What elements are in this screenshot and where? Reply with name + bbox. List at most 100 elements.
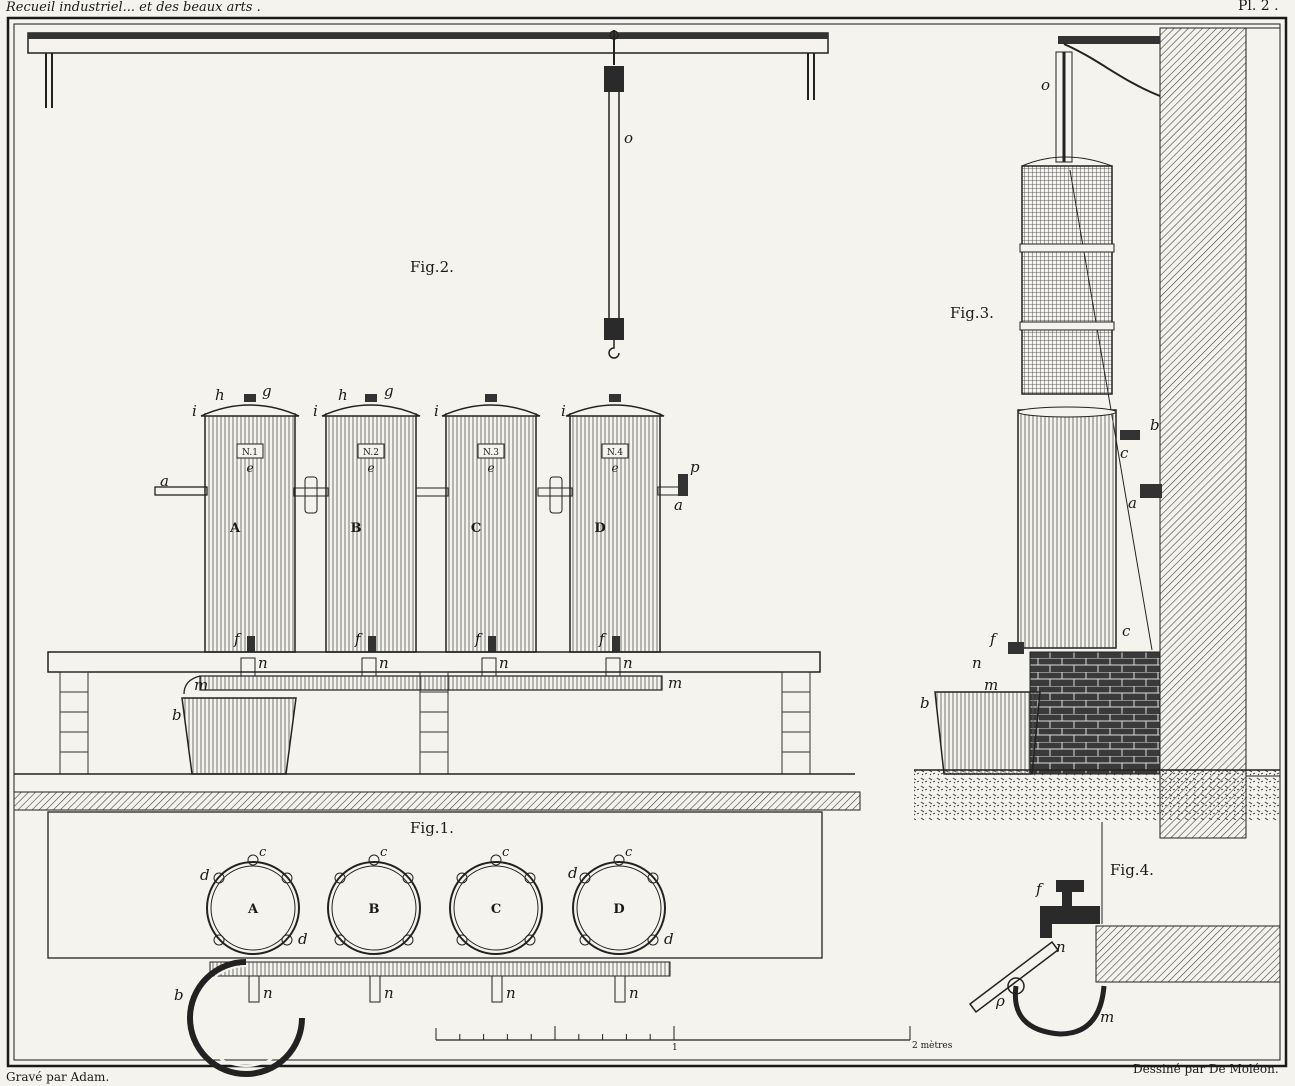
tank-number-label: N.1 [242, 448, 258, 458]
label-i-1: i [192, 402, 197, 420]
fig3-tank [1008, 406, 1162, 654]
number-plate [477, 443, 505, 459]
plan-rim [572, 861, 666, 955]
fig3-brick-base [914, 651, 1280, 820]
plan-lug [579, 934, 591, 946]
label-m-fig4: m [1100, 1008, 1114, 1026]
label-f-fig3: f [989, 630, 998, 648]
scale-label-2m: 2 mètres [912, 1040, 953, 1051]
plan-rim [449, 861, 543, 955]
plan-lug [524, 872, 536, 884]
plan-lug [281, 934, 293, 946]
label-n: n [258, 654, 268, 672]
tank-number-label: N.3 [483, 448, 499, 458]
label-p: p [690, 458, 700, 476]
engraver-credit: Gravé par Adam. [6, 1070, 110, 1084]
tap-n [481, 657, 497, 677]
plan-lug [368, 854, 380, 866]
tap-f [612, 636, 620, 652]
label-i-3: i [434, 402, 439, 420]
plan-lug [524, 934, 536, 946]
label-rho-fig4: ρ [995, 992, 1005, 1010]
label-i-2: i [313, 402, 318, 420]
label-i-4: i [561, 402, 566, 420]
label-g-1: g [262, 382, 272, 400]
fig3-wall [1058, 27, 1281, 839]
label-g-2: g [384, 382, 394, 400]
plan-tap [491, 975, 503, 1003]
label-o-fig2: o [624, 129, 633, 147]
label-f: f [598, 630, 607, 648]
plan-tank-C: Ccn [449, 845, 543, 1003]
label-c-plan: c [625, 845, 633, 860]
plan-tank-letter: A [247, 902, 259, 917]
tap-f [488, 636, 496, 652]
plate-number: Pl. 2 . [1238, 0, 1279, 14]
label-m-left: m [194, 676, 208, 694]
tank-lid [321, 404, 421, 417]
plan-tank-letter: C [491, 902, 501, 917]
fig3-caption: Fig.3. [950, 304, 994, 322]
scale-bar [435, 1026, 911, 1041]
plan-lug [281, 872, 293, 884]
number-plate [236, 443, 264, 459]
fig4-caption: Fig.4. [1110, 861, 1154, 879]
label-d-plan-3: d [568, 864, 578, 882]
tap-f [368, 636, 376, 652]
plan-tank-letter: D [613, 902, 624, 917]
label-b-elev: b [172, 706, 182, 724]
fig2-ceiling-beam [27, 32, 829, 108]
tank-lid [565, 404, 665, 417]
plan-tank-B: Bcn [327, 845, 421, 1003]
lid-knob [244, 394, 256, 402]
tank-lid [200, 404, 300, 417]
label-n-fig4: n [1056, 938, 1066, 956]
label-b-fig3-bucket: b [920, 694, 930, 712]
label-h-1: h [215, 386, 225, 404]
label-d-plan-4: d [664, 930, 674, 948]
label-e: e [246, 461, 253, 475]
label-n-fig3: n [972, 654, 982, 672]
tank-letter-label: C [471, 521, 481, 536]
tank-letter-label: D [594, 521, 605, 536]
tank-letter-label: A [229, 521, 241, 536]
plan-lug [456, 934, 468, 946]
label-n-plan: n [629, 984, 639, 1002]
tap-f [247, 636, 255, 652]
plan-tap [614, 975, 626, 1003]
frame-outer [6, 16, 1288, 1068]
plan-lug [213, 872, 225, 884]
tap-n [240, 657, 256, 677]
label-d-plan-1: d [200, 866, 210, 884]
plan-lug [490, 854, 502, 866]
designer-credit: Dessiné par De Moléon. [1133, 1062, 1279, 1076]
number-plate [357, 443, 385, 459]
tank-number-label: N.2 [363, 448, 379, 458]
plan-lug [647, 872, 659, 884]
plan-slab [47, 811, 823, 959]
plan-tank-A: Acn [206, 845, 300, 1003]
label-a-fig3: a [1128, 494, 1137, 512]
plan-lug [213, 934, 225, 946]
tank-lid [441, 404, 541, 417]
label-e: e [487, 461, 494, 475]
lid-knob [609, 394, 621, 402]
label-c-plan: c [380, 845, 388, 860]
scale-subdivisions [459, 1034, 651, 1040]
tank-number-label: N.4 [607, 448, 623, 458]
label-e: e [611, 461, 618, 475]
fig1-caption: Fig.1. [410, 819, 454, 837]
label-n: n [499, 654, 509, 672]
lid-knob [365, 394, 377, 402]
label-n-plan: n [506, 984, 516, 1002]
tank-C: N.3Ce fn [441, 394, 541, 677]
label-b-plan: b [174, 986, 184, 1004]
number-plate [601, 443, 629, 459]
tap-n [361, 657, 377, 677]
label-h-2: h [338, 386, 348, 404]
plan-wall [331, 865, 417, 951]
plan-lug [456, 872, 468, 884]
label-f: f [474, 630, 483, 648]
